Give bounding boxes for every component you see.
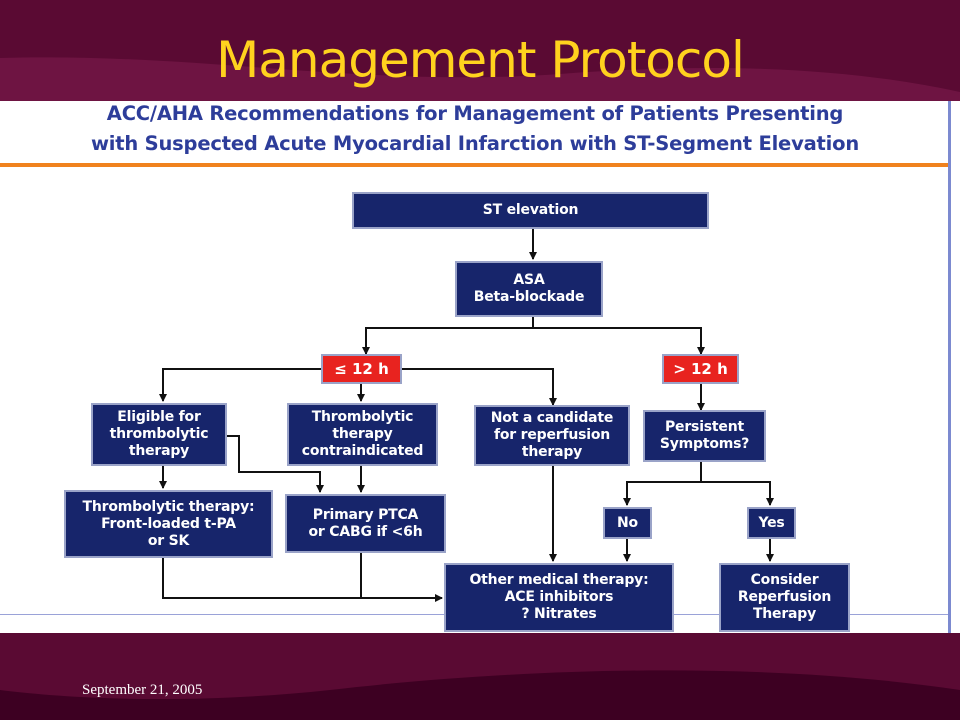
- arrow-persistent-to-no: [623, 462, 702, 506]
- arrow-le12-to-not-candidate: [402, 368, 557, 406]
- figure-right-border: [948, 101, 951, 633]
- arrow-eligible-to-ptca: [227, 435, 324, 493]
- arrow-le12-to-eligible: [159, 368, 322, 402]
- node-st-elevation: ST elevation: [352, 192, 709, 229]
- footer-date: September 21, 2005: [82, 682, 203, 698]
- arrow-thrombolytic-to-other: [162, 557, 443, 602]
- figure-heading-line-2: with Suspected Acute Myocardial Infarcti…: [90, 132, 860, 155]
- figure-heading-line-1: ACC/AHA Recommendations for Management o…: [106, 102, 844, 125]
- arrow-asa-to-gt12: [533, 327, 705, 355]
- node-primary-ptca: Primary PTCA or CABG if <6h: [285, 494, 446, 553]
- node-time-over-12h: > 12 h: [662, 354, 739, 384]
- node-time-12h-or-less: ≤ 12 h: [321, 354, 402, 384]
- arrow-asa-to-le12: [362, 316, 534, 355]
- node-thrombolytic-contraindicated: Thrombolytic therapy contraindicated: [287, 403, 438, 466]
- node-persistent-symptoms: Persistent Symptoms?: [643, 410, 766, 462]
- flowchart-connectors: [159, 228, 774, 602]
- node-asa-beta-blockade: ASA Beta-blockade: [455, 261, 603, 317]
- heading-divider: [0, 163, 948, 167]
- node-not-reperfusion-candidate: Not a candidate for reperfusion therapy: [474, 405, 630, 466]
- flowchart-figure: ACC/AHA Recommendations for Management o…: [0, 101, 960, 633]
- node-thrombolytic-therapy: Thrombolytic therapy: Front-loaded t-PA …: [64, 490, 273, 558]
- arrow-persistent-to-yes: [701, 481, 774, 506]
- slide-title: Management Protocol: [216, 31, 745, 89]
- node-answer-yes: Yes: [747, 507, 796, 539]
- node-consider-reperfusion: Consider Reperfusion Therapy: [719, 563, 850, 632]
- node-answer-no: No: [603, 507, 652, 539]
- node-eligible-thrombolytic: Eligible for thrombolytic therapy: [91, 403, 227, 466]
- node-other-medical-therapy: Other medical therapy: ACE inhibitors ? …: [444, 563, 674, 632]
